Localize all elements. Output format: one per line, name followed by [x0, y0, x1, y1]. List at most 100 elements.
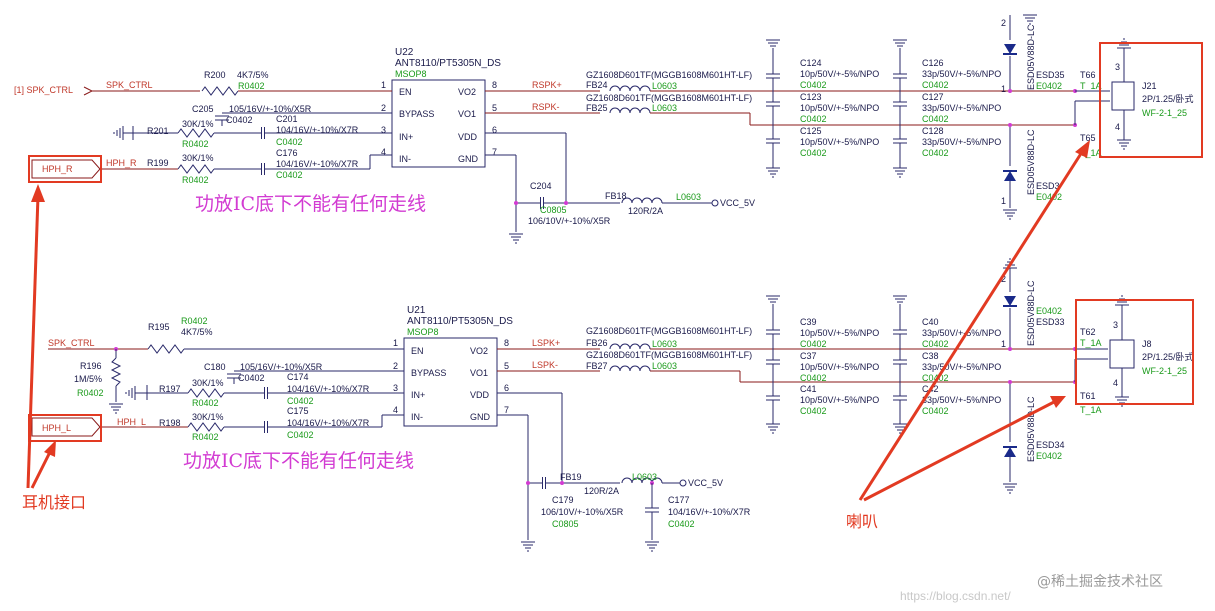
r196-val: 1M/5% — [74, 374, 102, 384]
fb24-pkg: L0603 — [652, 81, 677, 91]
esd33-ref: ESD33 — [1036, 317, 1065, 327]
hph-r-port: HPH_R — [31, 159, 101, 179]
c174-ref: C174 — [287, 372, 309, 382]
c128-ref: C128 — [922, 126, 944, 136]
u22-pinnum: 1 — [381, 80, 386, 90]
c42-pkg: C0402 — [922, 406, 949, 416]
c37-ref: C37 — [800, 351, 817, 361]
r196-pkg: R0402 — [77, 388, 104, 398]
fb18-ref: FB18 — [605, 191, 627, 201]
c177-pkg: C0402 — [668, 519, 695, 529]
c38-ref: C38 — [922, 351, 939, 361]
svg-text:3: 3 — [1113, 320, 1118, 330]
u22-pin-inp: IN+ — [399, 132, 413, 142]
c177-ref: C177 — [668, 495, 690, 505]
j21-ref: J21 — [1142, 81, 1157, 91]
c204-pkg: C0805 — [540, 205, 567, 215]
c123-ref: C123 — [800, 92, 822, 102]
r197-pkg: R0402 — [192, 398, 219, 408]
c124-val: 10p/50V/+-5%/NPO — [800, 69, 879, 79]
u22-pinnum: 5 — [492, 103, 497, 113]
u22-pinnum: 2 — [381, 103, 386, 113]
svg-text:4: 4 — [1115, 122, 1120, 132]
vcc-5v-top: VCC_5V — [720, 198, 755, 208]
c175-val: 104/16V/+-10%/X7R — [287, 418, 370, 428]
c40-pkg: C0402 — [922, 339, 949, 349]
j21-pkg: WF-2-1_25 — [1142, 108, 1187, 118]
connector-j8-body — [1109, 339, 1135, 369]
net-hph-l: HPH_L — [117, 417, 146, 427]
u22-pin-vo1: VO1 — [458, 109, 476, 119]
esd-part-bottom-b: ESD05V88D-LC — [1026, 396, 1036, 462]
fb19-val: 120R/2A — [584, 486, 619, 496]
c180-pkg: C0402 — [238, 373, 265, 383]
fb27-pkg: L0603 — [652, 361, 677, 371]
c126-val: 33p/50V/+-5%/NPO — [922, 69, 1001, 79]
ic-u21-ref: U21 — [407, 305, 426, 316]
u21-pinnum: 3 — [393, 383, 398, 393]
ic-u21-body — [403, 337, 498, 427]
c38-val: 33p/50V/+-5%/NPO — [922, 362, 1001, 372]
c127-ref: C127 — [922, 92, 944, 102]
net-lspk-pos: LSPK+ — [532, 338, 560, 348]
c37-pkg: C0402 — [800, 373, 827, 383]
u22-pinnum: 7 — [492, 147, 497, 157]
speaker-highlight-top — [1099, 42, 1203, 158]
c39-val: 10p/50V/+-5%/NPO — [800, 328, 879, 338]
ic-u21-part: ANT8110/PT5305N_DS — [407, 316, 513, 327]
c41-ref: C41 — [800, 384, 817, 394]
svg-text:2: 2 — [1001, 274, 1006, 284]
r200-ref: R200 — [204, 70, 226, 80]
fb18-val: 120R/2A — [628, 206, 663, 216]
u21-pin-bypass: BYPASS — [411, 368, 446, 378]
vcc-5v-bottom: VCC_5V — [688, 478, 723, 488]
c201-val: 104/16V/+-10%/X7R — [276, 125, 359, 135]
u21-pin-vo2: VO2 — [470, 346, 488, 356]
esd34-pkg: E0402 — [1036, 451, 1062, 461]
net-lspk-neg: LSPK- — [532, 360, 558, 370]
j8-pkg: WF-2-1_25 — [1142, 366, 1187, 376]
ic-u22-body — [391, 79, 486, 168]
fb26-ref: FB26 — [586, 338, 608, 348]
c201-ref: C201 — [276, 114, 298, 124]
c125-pkg: C0402 — [800, 148, 827, 158]
r195-val: 4K7/5% — [181, 327, 213, 337]
r199-val: 30K/1% — [182, 153, 214, 163]
fb19-ref: FB19 — [560, 472, 582, 482]
c38-pkg: C0402 — [922, 373, 949, 383]
c41-pkg: C0402 — [800, 406, 827, 416]
u21-pinnum: 7 — [504, 405, 509, 415]
c176-ref: C176 — [276, 148, 298, 158]
layout-note-bottom: 功放IC底下不能有任何走线 — [183, 450, 414, 472]
c180-val: 105/16V/+-10%/X5R — [240, 362, 323, 372]
c126-pkg: C0402 — [922, 80, 949, 90]
c179-ref: C179 — [552, 495, 574, 505]
c125-val: 10p/50V/+-5%/NPO — [800, 137, 879, 147]
r195-ref: R195 — [148, 322, 170, 332]
u22-pin-vdd: VDD — [458, 132, 478, 142]
esd34-ref: ESD34 — [1036, 440, 1065, 450]
j21-val: 2P/1.25/卧式 — [1142, 93, 1194, 104]
esd-part-bottom-a: ESD05V88D-LC — [1026, 280, 1036, 346]
net-spk-ctrl-top: SPK_CTRL — [106, 80, 153, 90]
fb25-ref: FB25 — [586, 103, 608, 113]
svg-text:3: 3 — [1115, 62, 1120, 72]
u21-pinnum: 6 — [504, 383, 509, 393]
c40-ref: C40 — [922, 317, 939, 327]
fb19-pkg: L0603 — [632, 472, 657, 482]
c127-val: 33p/50V/+-5%/NPO — [922, 103, 1001, 113]
c125-ref: C125 — [800, 126, 822, 136]
u21-pin-vdd: VDD — [470, 390, 490, 400]
earphone-highlight-top — [28, 155, 102, 183]
fb25-pkg: L0603 — [652, 103, 677, 113]
c123-pkg: C0402 — [800, 114, 827, 124]
hph-l-port: HPH_L — [31, 417, 101, 437]
u22-pin-gnd: GND — [458, 154, 479, 164]
r200-val: 4K7/5% — [237, 70, 269, 80]
fb27-ref: FB27 — [586, 361, 608, 371]
layout-note-top: 功放IC底下不能有任何走线 — [195, 193, 426, 215]
r198-pkg: R0402 — [192, 432, 219, 442]
u21-pinnum: 4 — [393, 405, 398, 415]
r197-val: 30K/1% — [192, 378, 224, 388]
c205-ref: C205 — [192, 104, 214, 114]
